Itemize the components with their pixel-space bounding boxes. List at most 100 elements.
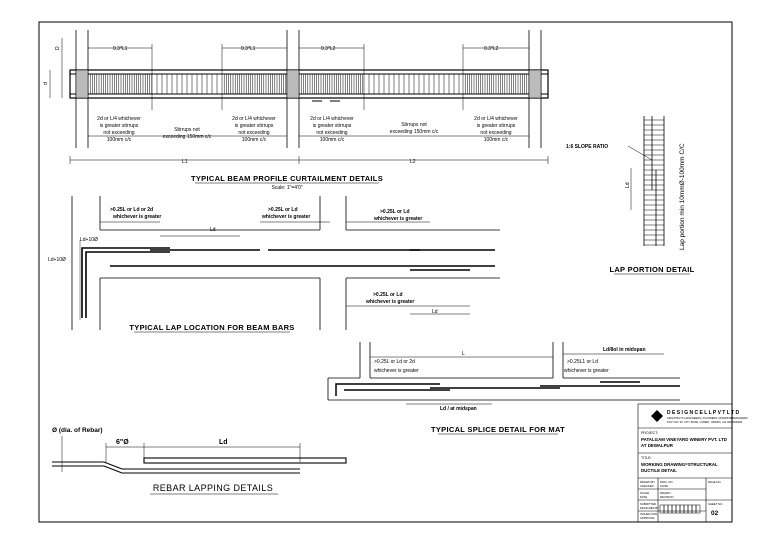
drawing-line-2: DUCTILE DETAIL: [641, 468, 677, 473]
zone-4-line-2: is greater stirrups: [313, 123, 352, 129]
company-logo: [651, 410, 663, 422]
company-name: D E S I G N C E L L P V T L T D: [667, 410, 740, 416]
zone-3-line-1: 2d or L/4 whichever: [232, 116, 276, 122]
beam-profile-detail: d D 0.3*L1 0.3*L1 0.3*L2 0.3*L2 2d or L/…: [43, 30, 549, 191]
tb-mid-1: DWG. NO.: [660, 480, 674, 484]
project-line-1: PATALGAM VINEYARD WINERY PVT. LTD: [641, 437, 727, 442]
dim-top-2: 0.3*L1: [241, 46, 256, 52]
tb-mid-2: AS/SK: [660, 484, 668, 488]
lap-portion-title: LAP PORTION DETAIL: [609, 265, 694, 274]
lap-note-2-line-2: whichever is greater: [261, 214, 310, 220]
rebar-dia-label: Ø (dia. of Rebar): [52, 427, 103, 434]
splice-title: TYPICAL SPLICE DETAIL FOR MAT: [431, 425, 565, 434]
zone-4-line-1: 2d or L/4 whichever: [310, 116, 354, 122]
tb-left-5: SUBMITTED: [640, 502, 656, 506]
zone-3-line-2: is greater stirrups: [235, 123, 274, 129]
lap-note-1-line-2: whichever is greater: [112, 214, 161, 220]
splice-right-label: Ld/8ol in midspan: [603, 347, 646, 353]
beam-profile-scale: Scale: 1"=4'0": [271, 185, 302, 191]
lap-portion-vertical-note: Lap portion min 10mmØ-100mm C/C: [679, 143, 686, 250]
company-sub-2: PLOT NO. 00, CITY ROAD, LOREM - 000000 |…: [667, 420, 743, 424]
dim-top-4: 0.3*L2: [484, 46, 499, 52]
lap-portion-ld: Ld: [625, 182, 631, 188]
splice-note-2-line-2: whichever is greater: [564, 368, 609, 374]
rebar-ld-label: Ld: [219, 439, 228, 446]
tb-left-7: ISSUED FOR: [640, 512, 657, 516]
lap-location-title: TYPICAL LAP LOCATION FOR BEAM BARS: [129, 323, 294, 332]
splice-note-2-line-1: >0.25L1 or Ld: [567, 359, 598, 365]
scale-box: [683, 504, 689, 514]
lap-note-3-line-2: whichever is greater: [373, 216, 422, 222]
tb-mid-3: DRAWN: [660, 491, 670, 495]
tb-left-8: APPROVAL: [640, 516, 655, 520]
scale-box: [663, 504, 669, 514]
dim-top-1: 0.3*L1: [113, 46, 128, 52]
lap-portion-detail: 1:6 SLOPE RATIO Ld Lap portion min 10mmØ…: [566, 116, 694, 275]
lap-note-3-line-1: >0.25L or Ld: [380, 209, 410, 215]
zone-2-line-2: exceeding 150mm c/c: [163, 134, 212, 140]
tb-sheet-no-label: SHEET NO.: [708, 502, 723, 506]
zone-1-line-4: 100mm c/c: [107, 137, 132, 143]
tb-left-4: DATE: [640, 495, 647, 499]
scale-box: [687, 504, 693, 514]
tb-mid-4: REVISION: [660, 495, 673, 499]
zone-5-line-2: exceeding 150mm c/c: [390, 129, 439, 135]
tb-left-6: DESIGNED BY: [640, 506, 659, 510]
anchor-label-1: Ld+10Ø: [80, 237, 98, 243]
rebar-lapping-detail: Ø (dia. of Rebar) 6"Ø Ld REBAR LAPPING D…: [52, 427, 347, 495]
anchor-label-2: Ld+10Ø: [48, 257, 66, 263]
scale-box: [675, 504, 681, 514]
splice-note-1-line-2: whichever is greater: [374, 368, 419, 374]
zone-4-line-3: not exceeding: [316, 130, 347, 136]
drawing-line-1: WORKING DRAWING=STRUCTURAL: [641, 462, 718, 467]
project-label: PROJECT:: [641, 431, 658, 435]
span-L1: L1: [182, 159, 188, 165]
slope-ratio-label: 1:6 SLOPE RATIO: [566, 144, 608, 150]
company-sub-1: ARCHITECTS | ENGINEERS | PLANNERS | INTE…: [667, 416, 748, 420]
beam-profile-title: TYPICAL BEAM PROFILE CURTAILMENT DETAILS: [191, 174, 383, 183]
lap-note-2-line-1: >0.25L or Ld: [268, 207, 298, 213]
zone-6-line-3: not exceeding: [480, 130, 511, 136]
project-line-2: AT DEWALPUR: [641, 443, 674, 448]
splice-detail: L >0.25L or Ld or 2d whichever is greate…: [327, 342, 680, 435]
zone-4-line-4: 100mm c/c: [320, 137, 345, 143]
scale-box: [679, 504, 685, 514]
zone-5-line-1: Stirrups not: [401, 122, 427, 128]
lap-ld-2: Ld: [432, 309, 438, 315]
scale-box: [667, 504, 673, 514]
tb-left-2: CHECKED: [640, 484, 654, 488]
sheet-number: 02: [711, 510, 719, 517]
lap-note-1-line-1: >0.25L or Ld or 2d: [110, 207, 153, 213]
zone-6-line-2: is greater stirrups: [477, 123, 516, 129]
lap-location-detail: Ld+10Ø Ld+10Ø >0.25L or Ld or 2d whichev…: [48, 196, 500, 333]
splice-mid-label: Ld / at midspan: [440, 406, 477, 412]
title-label: TITLE:: [641, 456, 652, 460]
zone-6-line-4: 100mm c/c: [484, 137, 509, 143]
dim-top-3: 0.3*L2: [321, 46, 336, 52]
zone-1-line-2: is greater stirrups: [100, 123, 139, 129]
scale-box: [695, 504, 701, 514]
zone-2-line-1: Stirrups not: [174, 127, 200, 133]
scale-box: [691, 504, 697, 514]
sheet-border: [38, 21, 733, 523]
span-L2: L2: [410, 159, 416, 165]
scale-box: [671, 504, 677, 514]
zone-6-line-1: 2d or L/4 whichever: [474, 116, 518, 122]
splice-note-1-line-1: >0.25L or Ld or 2d: [374, 359, 415, 365]
title-block: D E S I G N C E L L P V T L T D ARCHITEC…: [637, 403, 748, 523]
rebar-offset-label: 6"Ø: [116, 439, 129, 446]
depth-mark-d: d: [43, 82, 49, 85]
tb-right-label: PAGE NO.: [708, 480, 722, 484]
rebar-lapping-title: REBAR LAPPING DETAILS: [153, 483, 273, 493]
zone-3-line-4: 100mm c/c: [242, 137, 267, 143]
tb-left-1: DRAWN BY: [640, 480, 655, 484]
tb-left-3: SCALE: [640, 491, 649, 495]
depth-mark-D: D: [55, 46, 61, 50]
zone-1-line-1: 2d or L/4 whichever: [97, 116, 141, 122]
scale-box: [659, 504, 665, 514]
lap-note-4-line-1: >0.25L or Ld: [373, 292, 403, 298]
zone-1-line-3: not exceeding: [103, 130, 134, 136]
splice-span-L: L: [462, 351, 465, 357]
lap-note-4-line-2: whichever is greater: [365, 299, 414, 305]
